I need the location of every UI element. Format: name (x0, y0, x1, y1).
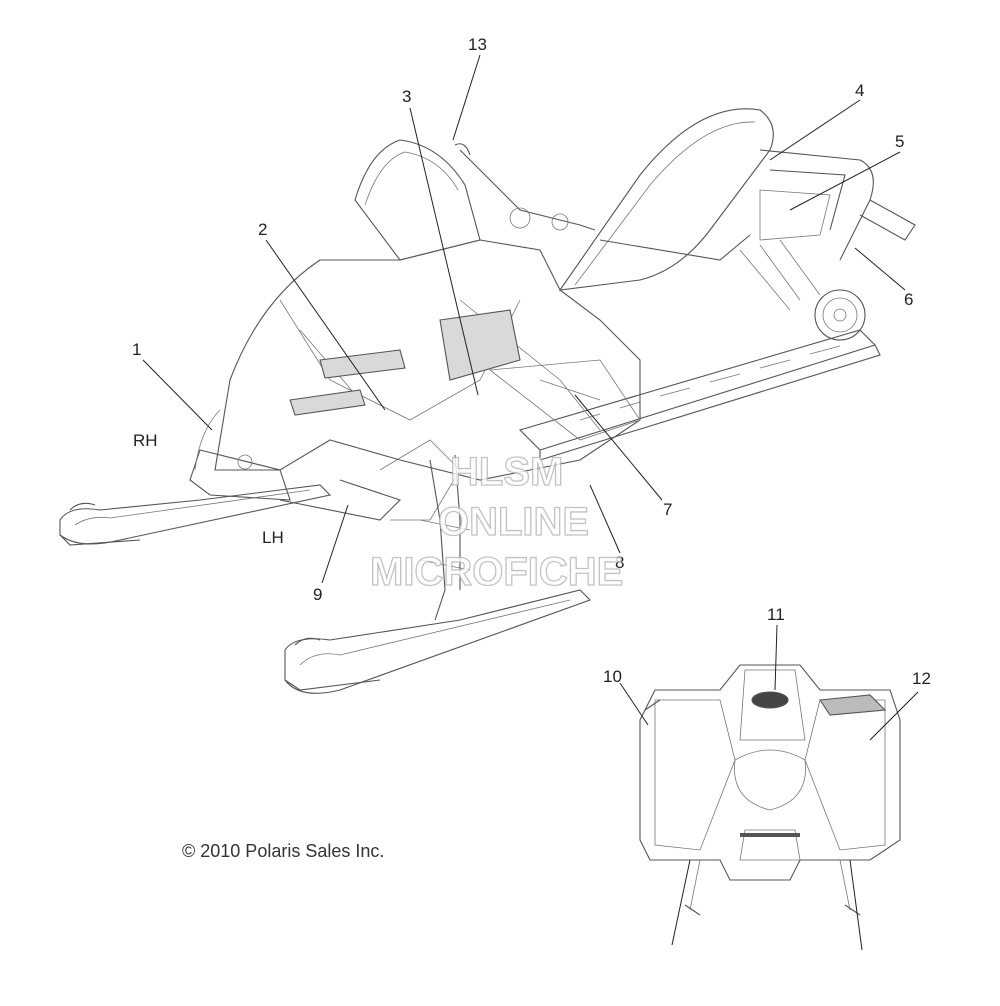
callout-13: 13 (468, 35, 487, 54)
callout-2: 2 (258, 220, 267, 239)
callout-1: 1 (132, 340, 141, 359)
lh-label: LH (262, 528, 284, 547)
callout-12: 12 (912, 669, 931, 688)
callout-6: 6 (904, 290, 913, 309)
watermark: HLSM ONLINE MICROFICHE (369, 449, 624, 594)
callout-5: 5 (895, 132, 904, 151)
snowmobile-front-view (639, 664, 901, 916)
callout-9: 9 (313, 585, 322, 604)
rh-label: RH (133, 431, 158, 450)
callout-8: 8 (615, 553, 624, 572)
watermark-line-3: MICROFICHE (370, 550, 623, 594)
leader-lines (142, 54, 919, 951)
callout-4: 4 (855, 81, 864, 100)
callout-labels: 1 2 3 4 5 6 7 8 9 10 11 12 13 (132, 35, 931, 688)
copyright-text: © 2010 Polaris Sales Inc. (182, 841, 385, 861)
callout-3: 3 (402, 87, 411, 106)
callout-11: 11 (767, 605, 785, 624)
callout-10: 10 (603, 667, 622, 686)
snowmobile-side-view (59, 108, 916, 694)
callout-7: 7 (663, 500, 672, 519)
watermark-line-2: ONLINE (438, 500, 589, 544)
watermark-line-1: HLSM (450, 450, 563, 494)
